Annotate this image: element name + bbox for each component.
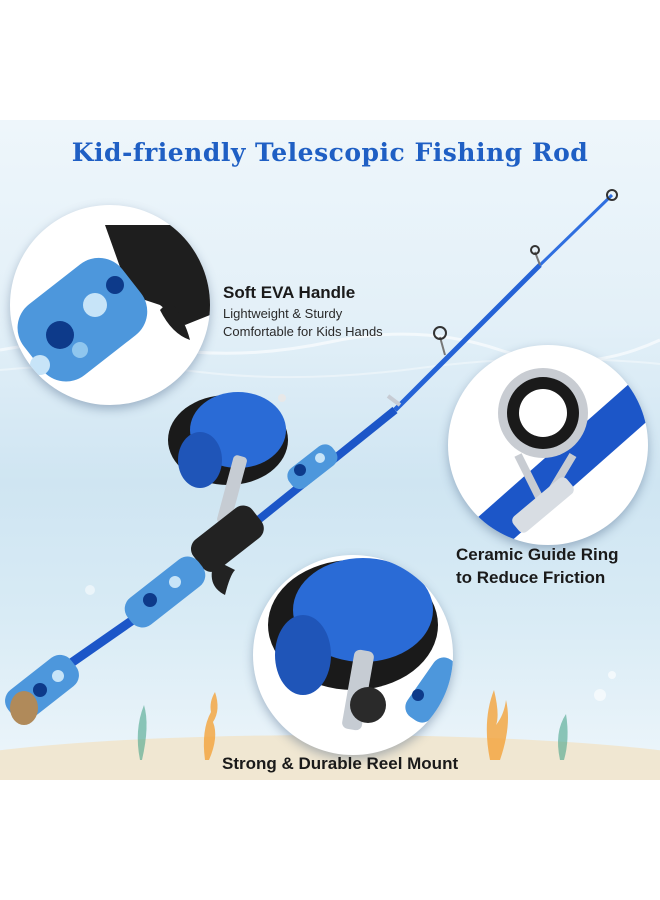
reel-seat xyxy=(190,505,264,595)
guide-ring-illustration xyxy=(474,368,648,545)
reel-mount-illustration xyxy=(268,558,453,731)
rod-rear-grip xyxy=(5,556,206,725)
guide-ring-closeup xyxy=(448,345,648,545)
guide-ring-feature-line1: Ceramic Guide Ring xyxy=(456,545,619,564)
guide-ring-feature-line2: to Reduce Friction xyxy=(456,568,606,587)
handle-illustration xyxy=(17,225,210,382)
reel-mount-feature-title: Strong & Durable Reel Mount xyxy=(222,754,459,773)
page-title: Kid-friendly Telescopic Fishing Rod xyxy=(71,138,589,167)
handle-feature-line1: Lightweight & Sturdy xyxy=(223,306,343,321)
rod-fore-grip xyxy=(287,444,338,490)
seabed-decoration xyxy=(0,332,660,780)
handle-feature-line2: Comfortable for Kids Hands xyxy=(223,324,383,339)
reel-mount-closeup xyxy=(253,555,453,755)
reel xyxy=(168,392,288,525)
handle-closeup xyxy=(10,205,210,405)
handle-feature-title: Soft EVA Handle xyxy=(223,283,356,302)
rod-guides xyxy=(433,189,618,356)
